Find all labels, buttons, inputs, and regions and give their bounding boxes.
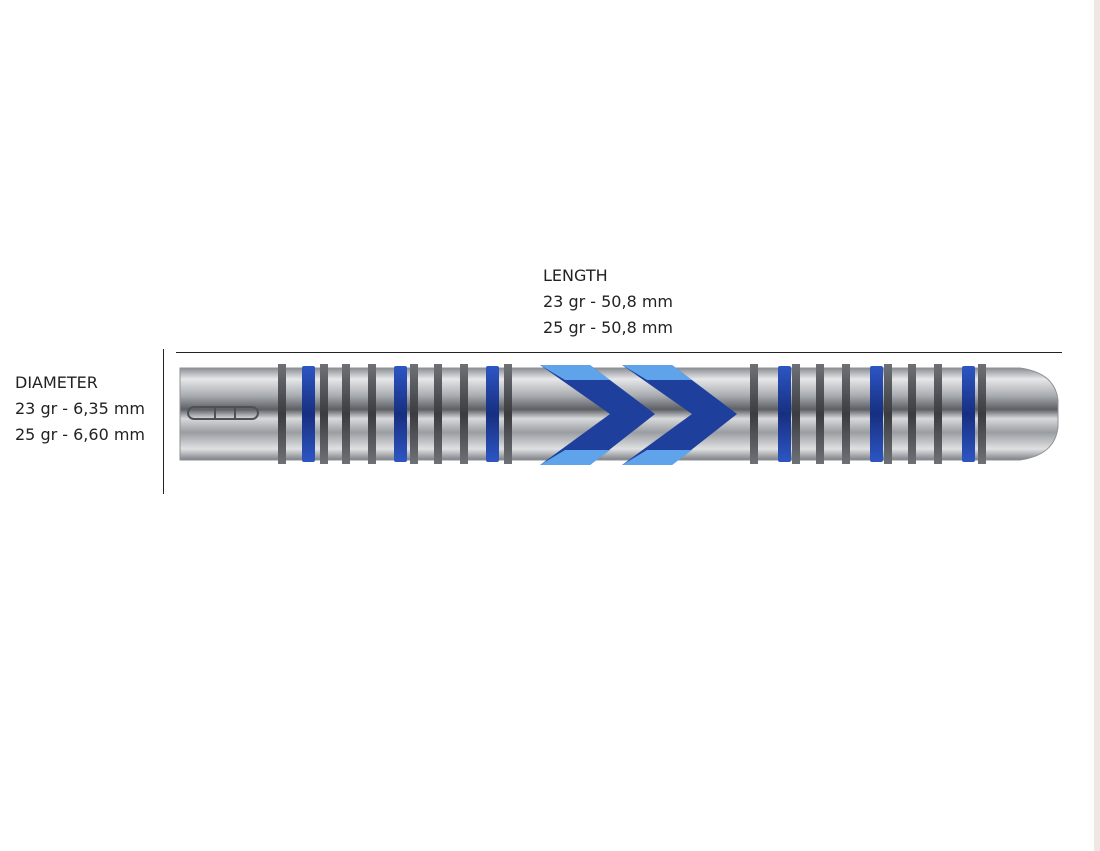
barrel-front-taper (1010, 368, 1054, 460)
diameter-value-23gr: 23 gr - 6,35 mm (15, 399, 146, 418)
barrel-chevrons (540, 365, 737, 465)
length-spec: LENGTH 23 gr - 50,8 mm 25 gr - 50,8 mm (543, 263, 673, 341)
page-edge (1094, 0, 1100, 851)
barrel-blue-rings (302, 366, 975, 462)
length-value-23gr: 23 gr - 50,8 mm (543, 292, 674, 311)
barrel-grooves-front (750, 364, 986, 464)
length-heading: LENGTH (543, 266, 608, 285)
barrel-rear-logo (187, 406, 259, 420)
diameter-heading: DIAMETER (15, 373, 98, 392)
barrel-grooves-rear (278, 364, 512, 464)
diameter-value-25gr: 25 gr - 6,60 mm (15, 425, 146, 444)
diameter-spec: DIAMETER 23 gr - 6,35 mm 25 gr - 6,60 mm (15, 370, 145, 448)
dart-barrel-illustration (179, 364, 1059, 465)
diameter-dimension-line (163, 349, 164, 494)
length-dimension-line (176, 352, 1062, 353)
length-value-25gr: 25 gr - 50,8 mm (543, 318, 674, 337)
